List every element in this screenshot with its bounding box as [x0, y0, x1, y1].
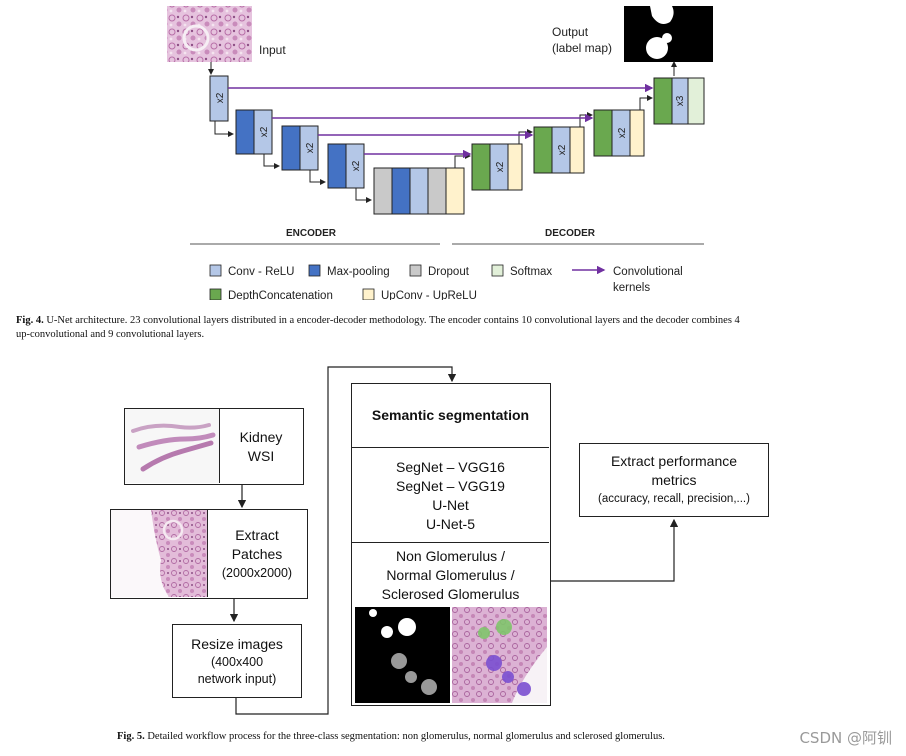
encoder-l3-conv: [299, 125, 319, 171]
fig4-caption: Fig. 4. U-Net architecture. 23 convoluti…: [16, 314, 892, 342]
class-sclerosed-glomerulus: Sclerosed Glomerulus: [381, 586, 520, 602]
bottleneck-maxpool: [391, 167, 411, 215]
encoder-l2-maxpool: [235, 109, 255, 155]
class-normal-glomerulus: Normal Glomerulus /: [386, 567, 515, 583]
extract-patches-box: Extract Patches (2000x2000): [110, 509, 308, 599]
block-label-x2: x2: [305, 142, 316, 153]
resize-label-1: Resize images: [191, 636, 283, 652]
output-label-line2: (label map): [552, 41, 612, 55]
output-label-line1: Output: [552, 25, 589, 39]
performance-label-1: Extract performance: [610, 453, 738, 469]
class-list: Non Glomerulus / Normal Glomerulus / Scl…: [352, 547, 549, 604]
block-label-x2: x2: [259, 126, 270, 137]
encoder-l3-maxpool: [281, 125, 301, 171]
model-segnet-vgg19: SegNet – VGG19: [396, 478, 505, 494]
input-label: Input: [259, 43, 286, 57]
decoder-l3-upconv: [569, 126, 585, 174]
semantic-segmentation-panel: Semantic segmentation SegNet – VGG16 Seg…: [351, 383, 551, 706]
segmentation-overlay-image: [452, 607, 547, 703]
performance-label-3: (accuracy, recall, precision,...): [598, 493, 750, 505]
class-non-glomerulus: Non Glomerulus /: [396, 548, 505, 564]
workflow-connectors: [229, 366, 679, 715]
encoder-l2-conv: [253, 109, 273, 155]
legend: Conv - ReLU Max-pooling Dropout Softmax …: [209, 264, 683, 300]
resize-label-2: (400x400: [210, 655, 264, 669]
decoder-l4-concat: [471, 143, 491, 191]
extract-patches-label-2: Patches: [231, 546, 283, 562]
bottleneck-conv-1: [373, 167, 393, 215]
semseg-title: Semantic segmentation: [352, 384, 549, 448]
fig5-caption: Fig. 5. Detailed workflow process for th…: [117, 730, 817, 744]
bottleneck-upconv: [445, 167, 465, 215]
kidney-wsi-box: Kidney WSI: [124, 408, 304, 485]
legend-depth-concat: DepthConcatenation: [228, 290, 333, 300]
legend-max-pooling: Max-pooling: [327, 266, 390, 278]
legend-conv-relu: Conv - ReLU: [228, 266, 294, 278]
encoder-l1-conv: [209, 75, 229, 122]
extract-patches-label-1: Extract: [235, 527, 279, 543]
extract-patches-label-3: (2000x2000): [221, 566, 293, 580]
bottleneck-dropout: [427, 167, 447, 215]
encoder-label: ENCODER: [286, 228, 337, 239]
kidney-wsi-label-2: WSI: [247, 448, 275, 464]
decoder-l4-upconv: [507, 143, 523, 191]
block-label-x2: x2: [557, 144, 568, 155]
model-list: SegNet – VGG16 SegNet – VGG19 U-Net U-Ne…: [352, 448, 549, 543]
fig5-caption-text: Detailed workflow process for the three-…: [147, 731, 665, 742]
decoder-l1-softmax: [687, 77, 705, 125]
encoder-l4-conv: [345, 143, 365, 189]
encoder-l4-maxpool: [327, 143, 347, 189]
legend-softmax: Softmax: [510, 266, 552, 278]
watermark: CSDN @阿钏: [799, 729, 892, 747]
legend-conv-kernels-1: Convolutional: [613, 266, 683, 278]
performance-label-2: metrics: [651, 472, 697, 488]
fig4-caption-label: Fig. 4.: [16, 315, 44, 326]
kidney-wsi-label-1: Kidney: [239, 429, 283, 445]
decoder-l2-upconv: [629, 109, 645, 157]
fig5-caption-label: Fig. 5.: [117, 731, 145, 742]
resize-images-box: Resize images (400x400 network input): [172, 624, 302, 698]
input-tissue-image: [167, 6, 252, 62]
legend-dropout: Dropout: [428, 266, 470, 278]
model-segnet-vgg16: SegNet – VGG16: [396, 459, 505, 475]
block-label-x2: x2: [351, 160, 362, 171]
block-label-x2: x2: [495, 161, 506, 172]
legend-conv-kernels-2: kernels: [613, 282, 650, 294]
block-label-x3: x3: [675, 95, 686, 106]
block-label-x2: x2: [215, 92, 226, 103]
kidney-wsi-image: [125, 409, 220, 483]
model-unet: U-Net: [432, 497, 469, 513]
unet-architecture-diagram: Input Output (label map) x2 x2 x2 x2 x2 …: [167, 6, 713, 300]
decoder-l2-concat: [593, 109, 613, 157]
bottleneck-conv-2: [409, 167, 429, 215]
segmentation-mask-image: [355, 607, 450, 703]
decoder-l3-concat: [533, 126, 553, 174]
fig4-caption-text-2: up-convolutional and 9 convolutional lay…: [16, 329, 205, 340]
fig4-caption-text: U-Net architecture. 23 convolutional lay…: [46, 315, 740, 326]
performance-metrics-box: Extract performance metrics (accuracy, r…: [579, 443, 769, 517]
model-unet-5: U-Net-5: [425, 516, 475, 532]
block-label-x2: x2: [617, 127, 628, 138]
resize-label-3: network input): [197, 672, 277, 686]
decoder-l1-concat: [653, 77, 673, 125]
decoder-label: DECODER: [545, 228, 596, 239]
legend-upconv: UpConv - UpReLU: [381, 290, 477, 300]
patch-image: [111, 510, 208, 597]
